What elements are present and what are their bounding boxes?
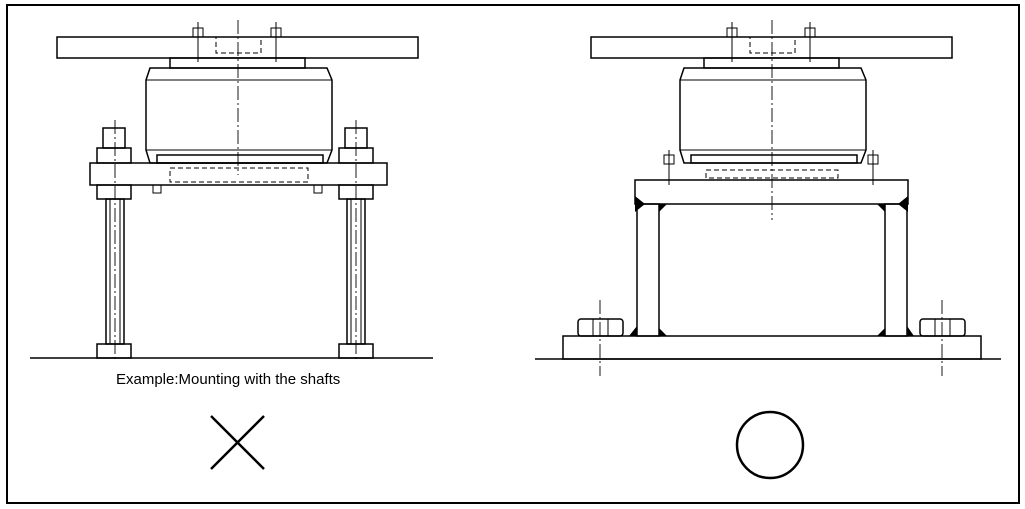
circle-mark-icon	[735, 410, 805, 480]
diagram-caption: Example:Mounting with the shafts	[116, 371, 340, 388]
correct-mounting-drawing	[535, 20, 1001, 376]
cross-mark-icon	[210, 415, 265, 470]
incorrect-mounting-drawing	[30, 20, 433, 360]
diagram-frame	[6, 4, 1020, 504]
